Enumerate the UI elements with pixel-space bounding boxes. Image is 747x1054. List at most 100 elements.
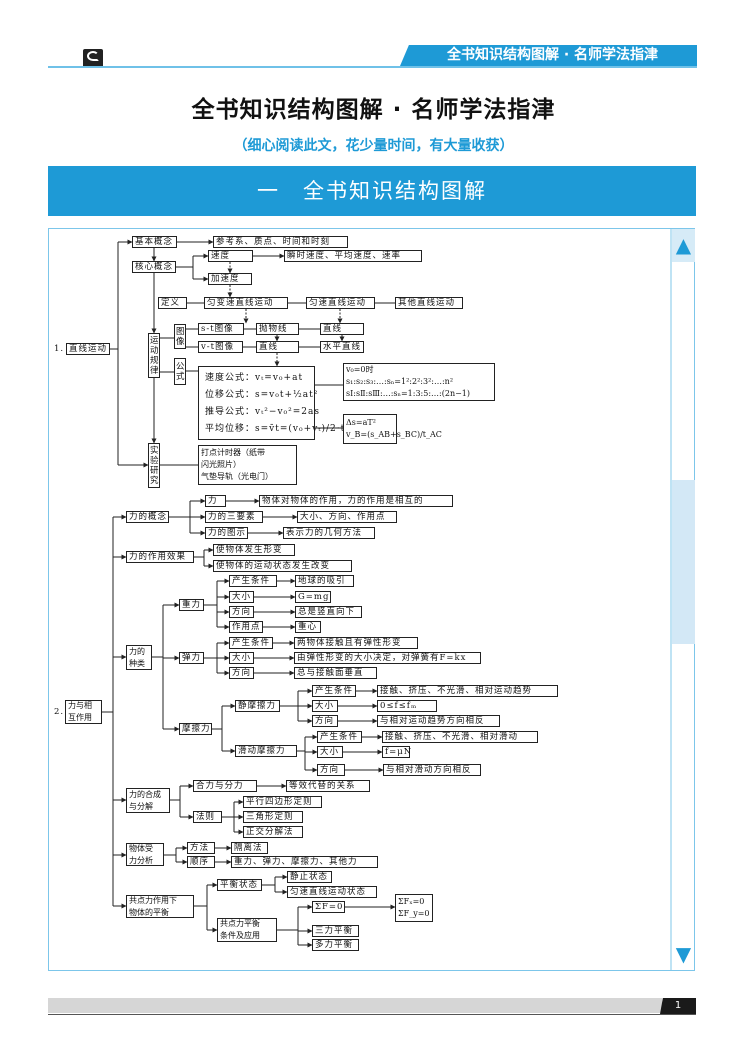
node-text: 力的图示: [208, 528, 247, 538]
header-divider: [48, 66, 697, 68]
node-text: 正交分解法: [246, 827, 294, 837]
diagram-node-hd-fx-v: 与相对滑动方向相反: [383, 764, 481, 776]
diagram-node-zxyd: 直线运动: [66, 343, 110, 355]
node-text: 力的: [129, 646, 145, 656]
section-banner: 一 全书知识结构图解: [48, 166, 696, 216]
diagram-node-glf: 隔离法: [231, 842, 268, 854]
diagram-node-ddjsq: 打点计时器（纸带闪光照片） 气垫导轨（光电门）: [198, 445, 297, 485]
node-text: 大小: [320, 747, 340, 757]
diagram-node-tl-dx-v: 由弹性形变的大小决定，对弹簧有F=kx: [294, 652, 481, 664]
diagram-node-li: 力: [205, 495, 226, 507]
diagram-node-jzzt: 静止状态: [287, 871, 332, 883]
diagram-node-sy: 实验研究: [148, 443, 160, 488]
node-text: 抛物线: [259, 324, 288, 334]
node-text: 瞬时速度、平均速度、速率: [287, 251, 402, 261]
node-text: v₀=0时: [346, 365, 374, 374]
node-text: 加速度: [211, 274, 240, 284]
node-text: 三力平衡: [315, 926, 354, 936]
node-text: 与分解: [129, 801, 153, 811]
section-number: 1.: [54, 343, 66, 355]
diagram-node-ssd: 瞬时速度、平均速度、速率: [284, 250, 422, 262]
node-text: 弹力: [182, 653, 202, 663]
diagram-node-zl-dx: 大小: [229, 591, 254, 603]
diagram-node-slfx: 物体受力分析: [126, 843, 164, 866]
node-text: 使物体的运动状态发生改变: [216, 561, 331, 571]
diagram-node-zl-cs-v: 地球的吸引: [295, 575, 354, 587]
diagram-node-st: s-t图像: [198, 323, 244, 335]
node-text: 其他直线运动: [398, 298, 456, 308]
footer-bar: [48, 998, 662, 1013]
diagram-node-zl-zyd: 作用点: [229, 621, 263, 633]
diagram-node-ysztt: 匀速直线运动状态: [287, 886, 377, 898]
node-text: 重力、弹力、摩擦力、其他力: [234, 857, 358, 867]
scroll-up-arrow-icon[interactable]: ▲: [672, 229, 695, 262]
scroll-down-arrow-icon[interactable]: ▼: [675, 942, 692, 966]
publisher-logo: [83, 49, 103, 68]
node-text: 表示力的几何方法: [286, 528, 363, 538]
diagram-node-syz: 力的三要素: [205, 511, 263, 523]
node-text: 核心概念: [135, 262, 174, 272]
diagram-node-dy: 定义: [158, 297, 187, 309]
node-text: 速度: [211, 251, 231, 261]
diagram-node-phzt: 平衡状态: [217, 879, 262, 891]
diagram-node-gdlph: 共点力作用下物体的平衡: [126, 895, 194, 918]
diagram-node-qt: 其他直线运动: [395, 297, 463, 309]
scrollbar-thumb[interactable]: [672, 480, 695, 644]
node-text: 气垫导轨（光电门）: [201, 472, 273, 481]
diagram-node-lyxh: 力与相互作用: [65, 700, 102, 724]
node-text: 滑动摩擦力: [238, 746, 286, 756]
page-subtitle: （细心阅读此文，花少量时间，有大量收获）: [233, 138, 514, 154]
diagram-node-sjx: 三角形定则: [243, 811, 303, 823]
header-tab: 全书知识结构图解 · 名师学法指津: [400, 45, 697, 66]
node-text: 力的合成: [129, 789, 161, 799]
diagram-node-jm-cs: 产生条件: [312, 685, 356, 697]
node-text: 静止状态: [290, 872, 329, 882]
diagram-node-tl-fx-v: 总与接触面垂直: [294, 667, 377, 679]
diagram-node-zl-cs: 产生条件: [229, 575, 277, 587]
diagram-node-ybs: 匀变速直线运动: [204, 297, 288, 309]
node-text: 打点计时器（纸带: [201, 448, 265, 457]
diagram-node-mcl: 摩擦力: [179, 723, 212, 735]
node-text: 总与接触面垂直: [297, 668, 364, 678]
scrollbar-track[interactable]: [670, 229, 695, 970]
node-text: 共点力平衡: [220, 919, 260, 928]
diagram-node-jmc: 静摩擦力: [235, 700, 280, 712]
diagram-node-hd-dx-v: f=μN: [382, 746, 413, 758]
node-text: 2.: [54, 707, 65, 717]
diagram-node-ff: 方法: [187, 842, 215, 854]
node-text: 定义: [161, 298, 181, 308]
node-text: 闪光照片）: [201, 460, 241, 469]
node-text: 产生条件: [232, 638, 271, 648]
node-text: 物体对物体的作用，力的作用是相互的: [262, 496, 424, 506]
diagram-node-hlfl: 合力与分力: [193, 780, 257, 792]
node-text: 大小、方向、作用点: [300, 512, 386, 522]
node-text: f=μN: [385, 747, 413, 757]
diagram-node-zl-dx-v: G=mg: [295, 591, 331, 603]
node-text: 多力平衡: [315, 940, 354, 950]
node-text: 物体的平衡: [129, 907, 169, 917]
node-text: 静摩擦力: [238, 701, 277, 711]
node-text: 隔离法: [234, 843, 263, 853]
diagram-node-hd-cs: 产生条件: [317, 731, 362, 743]
node-text: 法则: [196, 812, 216, 822]
diagram-node-tl-cs-v: 两物体接触且有弹性形变: [294, 637, 418, 649]
diagram-node-ztgb: 使物体的运动状态发生改变: [213, 560, 352, 572]
node-text: 由弹性形变的大小决定，对弹簧有F=kx: [297, 653, 467, 663]
node-text: 重力: [182, 600, 202, 610]
node-text: 接触、挤压、不光滑、相对滑动: [385, 732, 519, 742]
node-text: 平衡状态: [220, 880, 259, 890]
node-text: 力的三要素: [208, 512, 256, 522]
node-text: 实验研究: [150, 445, 160, 486]
node-text: 力的作用效果: [129, 552, 187, 562]
diagram-node-hcfj: 力的合成与分解: [126, 788, 170, 813]
diagram-node-lzl: 力的种类: [126, 645, 152, 670]
node-text: 参考系、质点、时间和时刻: [216, 237, 331, 247]
diagram-node-spzx: 水平直线: [320, 341, 364, 353]
node-text: 种类: [129, 658, 145, 668]
diagram-node-tl: 弹力: [179, 652, 204, 664]
node-text: 水平直线: [323, 342, 362, 352]
bird-logo-icon: [87, 51, 99, 61]
